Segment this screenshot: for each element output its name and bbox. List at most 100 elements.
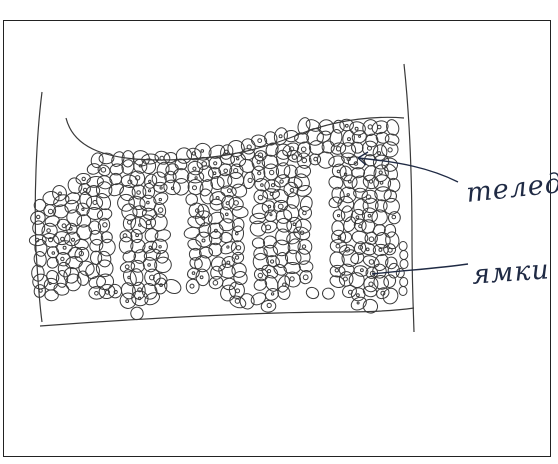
cell-nucleus	[257, 161, 260, 164]
cell-nucleus	[261, 184, 264, 187]
cell-outline	[400, 251, 408, 260]
cell-nucleus	[234, 201, 239, 206]
cell-nucleus	[82, 208, 84, 210]
cell-nucleus	[193, 167, 196, 170]
cell-nucleus	[348, 180, 351, 183]
cell-nucleus	[368, 214, 371, 217]
cell-nucleus	[303, 275, 308, 280]
cell-nucleus	[388, 248, 392, 252]
cell-outline	[156, 161, 171, 179]
cell-nucleus	[343, 277, 347, 281]
cell-outline	[396, 269, 404, 278]
cell-outline	[78, 183, 91, 195]
cell-nucleus	[202, 239, 205, 242]
cell-nucleus	[146, 220, 150, 224]
cell-outline	[53, 282, 70, 297]
cell-nucleus	[226, 213, 229, 216]
cell-nucleus	[147, 201, 150, 204]
cell-nucleus	[271, 260, 274, 263]
cell-nucleus	[69, 227, 72, 230]
cell-nucleus	[201, 150, 204, 153]
cell-outline	[321, 287, 335, 300]
cell-nucleus	[268, 270, 271, 273]
cell-nucleus	[190, 284, 194, 288]
cell-nucleus	[380, 181, 383, 184]
cell-outline	[361, 297, 379, 315]
right-border-line	[404, 64, 414, 332]
label-pits: ямки	[471, 254, 551, 290]
cell-nucleus	[366, 248, 369, 251]
cell-nucleus	[59, 192, 62, 195]
cell-outline	[237, 157, 256, 175]
cell-nucleus	[126, 300, 129, 303]
cell-nucleus	[258, 273, 262, 277]
cell-nucleus	[213, 281, 218, 286]
cell-nucleus	[258, 195, 263, 200]
cell-nucleus	[292, 155, 297, 160]
cell-nucleus	[270, 170, 274, 174]
cell-nucleus	[159, 246, 161, 248]
cell-nucleus	[361, 269, 364, 272]
cell-outline	[400, 260, 408, 269]
cell-nucleus	[159, 198, 161, 200]
cell-outline	[86, 207, 103, 221]
cell-outline	[153, 149, 172, 166]
cell-outline	[328, 274, 346, 290]
cell-outline	[330, 239, 347, 252]
cell-nucleus	[37, 215, 40, 218]
cell-nucleus	[258, 172, 261, 175]
cell-nucleus	[195, 177, 197, 179]
cell-outline	[350, 173, 371, 194]
cell-nucleus	[248, 178, 252, 182]
cell-nucleus	[271, 184, 274, 187]
cell-nucleus	[345, 124, 348, 127]
cell-nucleus	[48, 209, 52, 213]
cell-nucleus	[114, 290, 117, 293]
cell-nucleus	[39, 289, 42, 292]
cell-nucleus	[63, 246, 66, 249]
cell-nucleus	[278, 204, 283, 209]
cell-outline	[329, 129, 343, 148]
cell-nucleus	[348, 138, 351, 141]
cell-nucleus	[95, 292, 99, 296]
cell-nucleus	[357, 294, 360, 297]
cell-nucleus	[200, 276, 203, 279]
cell-outline	[249, 290, 268, 307]
cell-nucleus	[267, 303, 271, 307]
cell-nucleus	[160, 187, 162, 189]
cell-outline	[43, 191, 60, 205]
cell-nucleus	[290, 189, 294, 193]
cell-nucleus	[335, 269, 338, 272]
cell-nucleus	[271, 293, 273, 295]
cell-nucleus	[235, 299, 239, 303]
cell-outline	[45, 290, 59, 301]
cell-nucleus	[138, 297, 141, 300]
cell-nucleus	[62, 224, 66, 228]
cell-outline	[385, 256, 398, 269]
cell-nucleus	[72, 238, 75, 241]
cell-nucleus	[148, 190, 150, 192]
cell-outline	[97, 250, 112, 268]
cell-nucleus	[369, 237, 374, 242]
cell-nucleus	[379, 171, 382, 174]
cell-nucleus	[302, 245, 305, 248]
cell-nucleus	[369, 282, 373, 286]
cell-nucleus	[258, 139, 262, 143]
cell-outline	[232, 206, 249, 219]
cell-nucleus	[356, 216, 359, 219]
cell-outline	[283, 181, 299, 197]
cell-outline	[387, 210, 402, 225]
cell-nucleus	[301, 147, 306, 152]
cell-nucleus	[49, 283, 51, 285]
cell-nucleus	[82, 177, 85, 180]
bottom-base-line	[40, 308, 414, 326]
cell-nucleus	[158, 208, 163, 213]
cell-outline	[299, 195, 314, 213]
cell-nucleus	[379, 248, 382, 251]
cell-nucleus	[228, 189, 232, 193]
cell-outline	[382, 273, 398, 290]
cell-nucleus	[193, 186, 197, 190]
cell-nucleus	[378, 152, 381, 155]
cell-outline	[347, 271, 366, 290]
